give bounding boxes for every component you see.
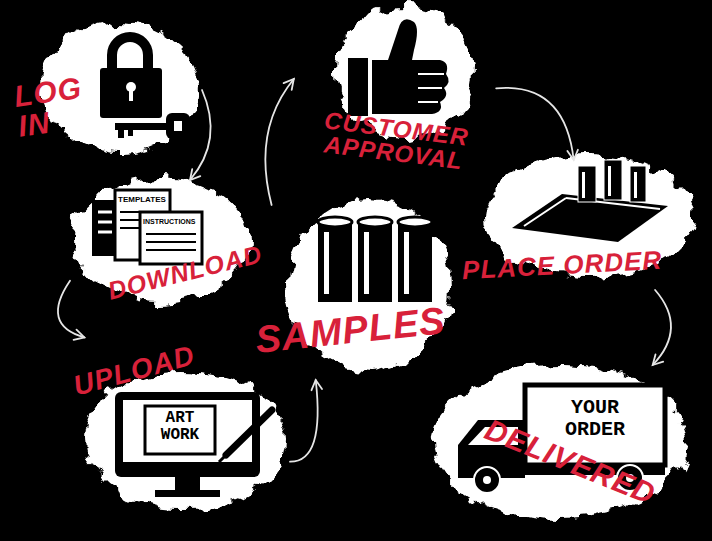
step-node: DOWNLOAD	[70, 180, 270, 320]
can-highlight	[634, 172, 637, 198]
label-holder: INSTRUCTIONS	[143, 218, 196, 226]
lock-shackle	[112, 37, 148, 72]
can-highlight	[404, 232, 409, 294]
step-label: LOG IN	[12, 72, 92, 141]
finger-line	[418, 101, 438, 103]
document	[140, 212, 202, 264]
monitor-frame	[115, 392, 260, 477]
finger-line	[418, 87, 442, 89]
can	[398, 222, 432, 302]
can-top	[318, 217, 352, 227]
can	[578, 166, 596, 202]
finger-line	[418, 73, 444, 75]
can-top	[398, 217, 432, 227]
doc-line	[120, 219, 140, 221]
doc-line	[146, 241, 196, 243]
arrow-head	[190, 169, 200, 180]
fist	[372, 19, 449, 114]
conveyor-icon	[512, 160, 668, 242]
can-highlight	[324, 232, 329, 294]
label-holder: ART WORK	[148, 410, 212, 445]
flow-arrow	[190, 90, 211, 180]
can	[318, 222, 352, 302]
step-label: PLACE ORDER	[461, 247, 662, 283]
thumbs-up-icon	[348, 19, 449, 116]
step-label: UPLOAD	[70, 341, 197, 400]
flow-arrow	[265, 79, 293, 205]
step-node: SAMPLES	[250, 205, 470, 380]
key-shaft	[115, 123, 170, 130]
blob	[85, 370, 285, 510]
arrow-head	[653, 354, 664, 365]
label-holder: TEMPLATES	[118, 196, 166, 205]
doc-line	[120, 211, 140, 213]
art-canvas	[145, 406, 215, 454]
flow-arrow	[653, 290, 671, 365]
step-label: SAMPLES	[254, 301, 448, 359]
lock-icon	[100, 37, 190, 139]
step-node: CUSTOMER APPROVAL	[294, 5, 496, 190]
cuff	[348, 58, 368, 116]
icon-text: ART WORK	[148, 410, 212, 445]
torn-blobs	[42, 6, 692, 518]
can-highlight	[582, 172, 585, 198]
flow-arrow	[58, 281, 84, 340]
lock-body	[100, 68, 162, 118]
doc-line	[98, 221, 112, 224]
key-hole	[174, 121, 182, 131]
pen	[226, 410, 272, 455]
flow-arrow	[496, 88, 578, 160]
can-highlight	[364, 232, 369, 294]
can	[604, 160, 622, 200]
icon-text: TEMPLATES	[118, 196, 166, 205]
flow-arrow	[290, 380, 322, 462]
arrow-head	[312, 380, 323, 390]
blob	[432, 366, 688, 518]
step-node: LOG IN	[8, 15, 202, 165]
step-label: CUSTOMER APPROVAL	[298, 106, 492, 177]
wheel	[474, 467, 500, 493]
monitor-icon	[115, 392, 272, 497]
cans-icon	[318, 217, 432, 302]
arrow-line	[58, 281, 84, 338]
doc-line	[120, 227, 140, 229]
key-head	[166, 113, 190, 139]
can-highlight	[608, 166, 611, 196]
arrow-head	[74, 330, 85, 340]
arrow-head	[567, 150, 578, 160]
arrow-line	[190, 90, 211, 180]
key-tooth	[118, 130, 124, 138]
pen-tip	[219, 455, 226, 462]
icon-text: INSTRUCTIONS	[143, 218, 196, 226]
belt-edge	[524, 198, 566, 226]
monitor-base	[155, 490, 220, 497]
step-node: DELIVERED	[430, 365, 692, 530]
documents-icon	[92, 190, 202, 264]
can	[630, 166, 646, 202]
can-top	[358, 217, 392, 227]
step-node: PLACE ORDER	[457, 160, 690, 290]
label-holder: YOUR ORDER	[540, 397, 650, 440]
key-tooth	[128, 130, 133, 136]
doc-line	[98, 231, 112, 234]
can	[358, 222, 392, 302]
icon-text: YOUR ORDER	[540, 397, 650, 440]
keyhole	[129, 88, 133, 101]
arrow-line	[290, 380, 318, 462]
doc-line	[98, 211, 112, 214]
monitor-stand	[175, 477, 200, 490]
arrow-line	[653, 290, 671, 365]
arrow-line	[496, 88, 574, 160]
step-label: DOWNLOAD	[105, 241, 264, 303]
arrow-head	[284, 79, 294, 90]
arrow-line	[265, 79, 293, 205]
doc-line	[146, 233, 196, 235]
doc-line	[146, 249, 196, 251]
hub	[483, 476, 491, 484]
